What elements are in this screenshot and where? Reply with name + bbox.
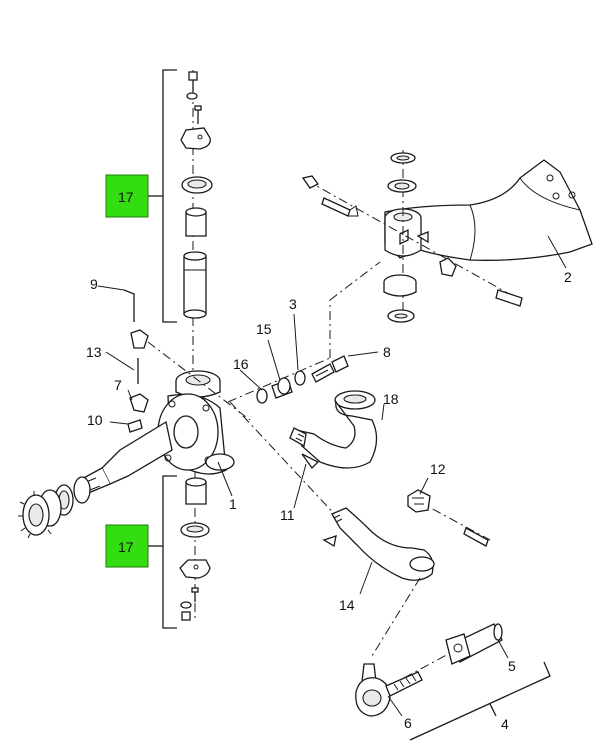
upper-kingpin-kit: [180, 70, 213, 390]
axle-lock-bolt: [301, 175, 523, 307]
kit-hotspot-upper-label: 17: [118, 189, 134, 205]
steering-knuckle: [79, 370, 235, 495]
axle-thrust-hardware: [383, 150, 417, 323]
callout-8: 8: [383, 344, 391, 360]
callout-4: 4: [501, 716, 509, 732]
axle-beam: [384, 159, 593, 261]
callout-14: 14: [339, 597, 355, 613]
tie-rod-bracket: [409, 661, 551, 741]
lower-kit-bracket: [148, 475, 177, 629]
upper-kit-bracket: [148, 69, 177, 323]
tie-rod-end-assembly: [355, 577, 503, 717]
knuckle-small-hardware: [123, 289, 251, 433]
castle-nut-cotter: [407, 489, 491, 547]
callout-1: 1: [229, 496, 237, 512]
kit-hotspot-lower-label: 17: [118, 539, 134, 555]
spindle-hardware: [18, 476, 91, 539]
callout-9: 9: [90, 276, 98, 292]
arm-bolt-stack: [227, 261, 381, 404]
lower-kingpin-kit: [179, 470, 211, 621]
pitman-arm: [229, 401, 435, 581]
callout-15: 15: [256, 321, 272, 337]
callout-2: 2: [564, 269, 572, 285]
kit-hotspot-upper[interactable]: 17: [105, 174, 149, 218]
callout-13: 13: [86, 344, 102, 360]
callout-5: 5: [508, 658, 516, 674]
callout-18: 18: [383, 391, 399, 407]
callout-3: 3: [289, 296, 297, 312]
leader-lines: [97, 235, 567, 717]
kit-hotspot-lower[interactable]: 17: [105, 524, 149, 568]
callout-10: 10: [87, 412, 103, 428]
callout-labels: 1 2 3 4 5 6 7 8 9 10 11 12 13 14 15 16 1…: [86, 269, 572, 732]
callout-11: 11: [280, 507, 295, 523]
steering-arm: [289, 390, 378, 470]
callout-6: 6: [404, 715, 412, 731]
callout-16: 16: [233, 356, 249, 372]
callout-12: 12: [430, 461, 446, 477]
callout-7: 7: [114, 377, 122, 393]
